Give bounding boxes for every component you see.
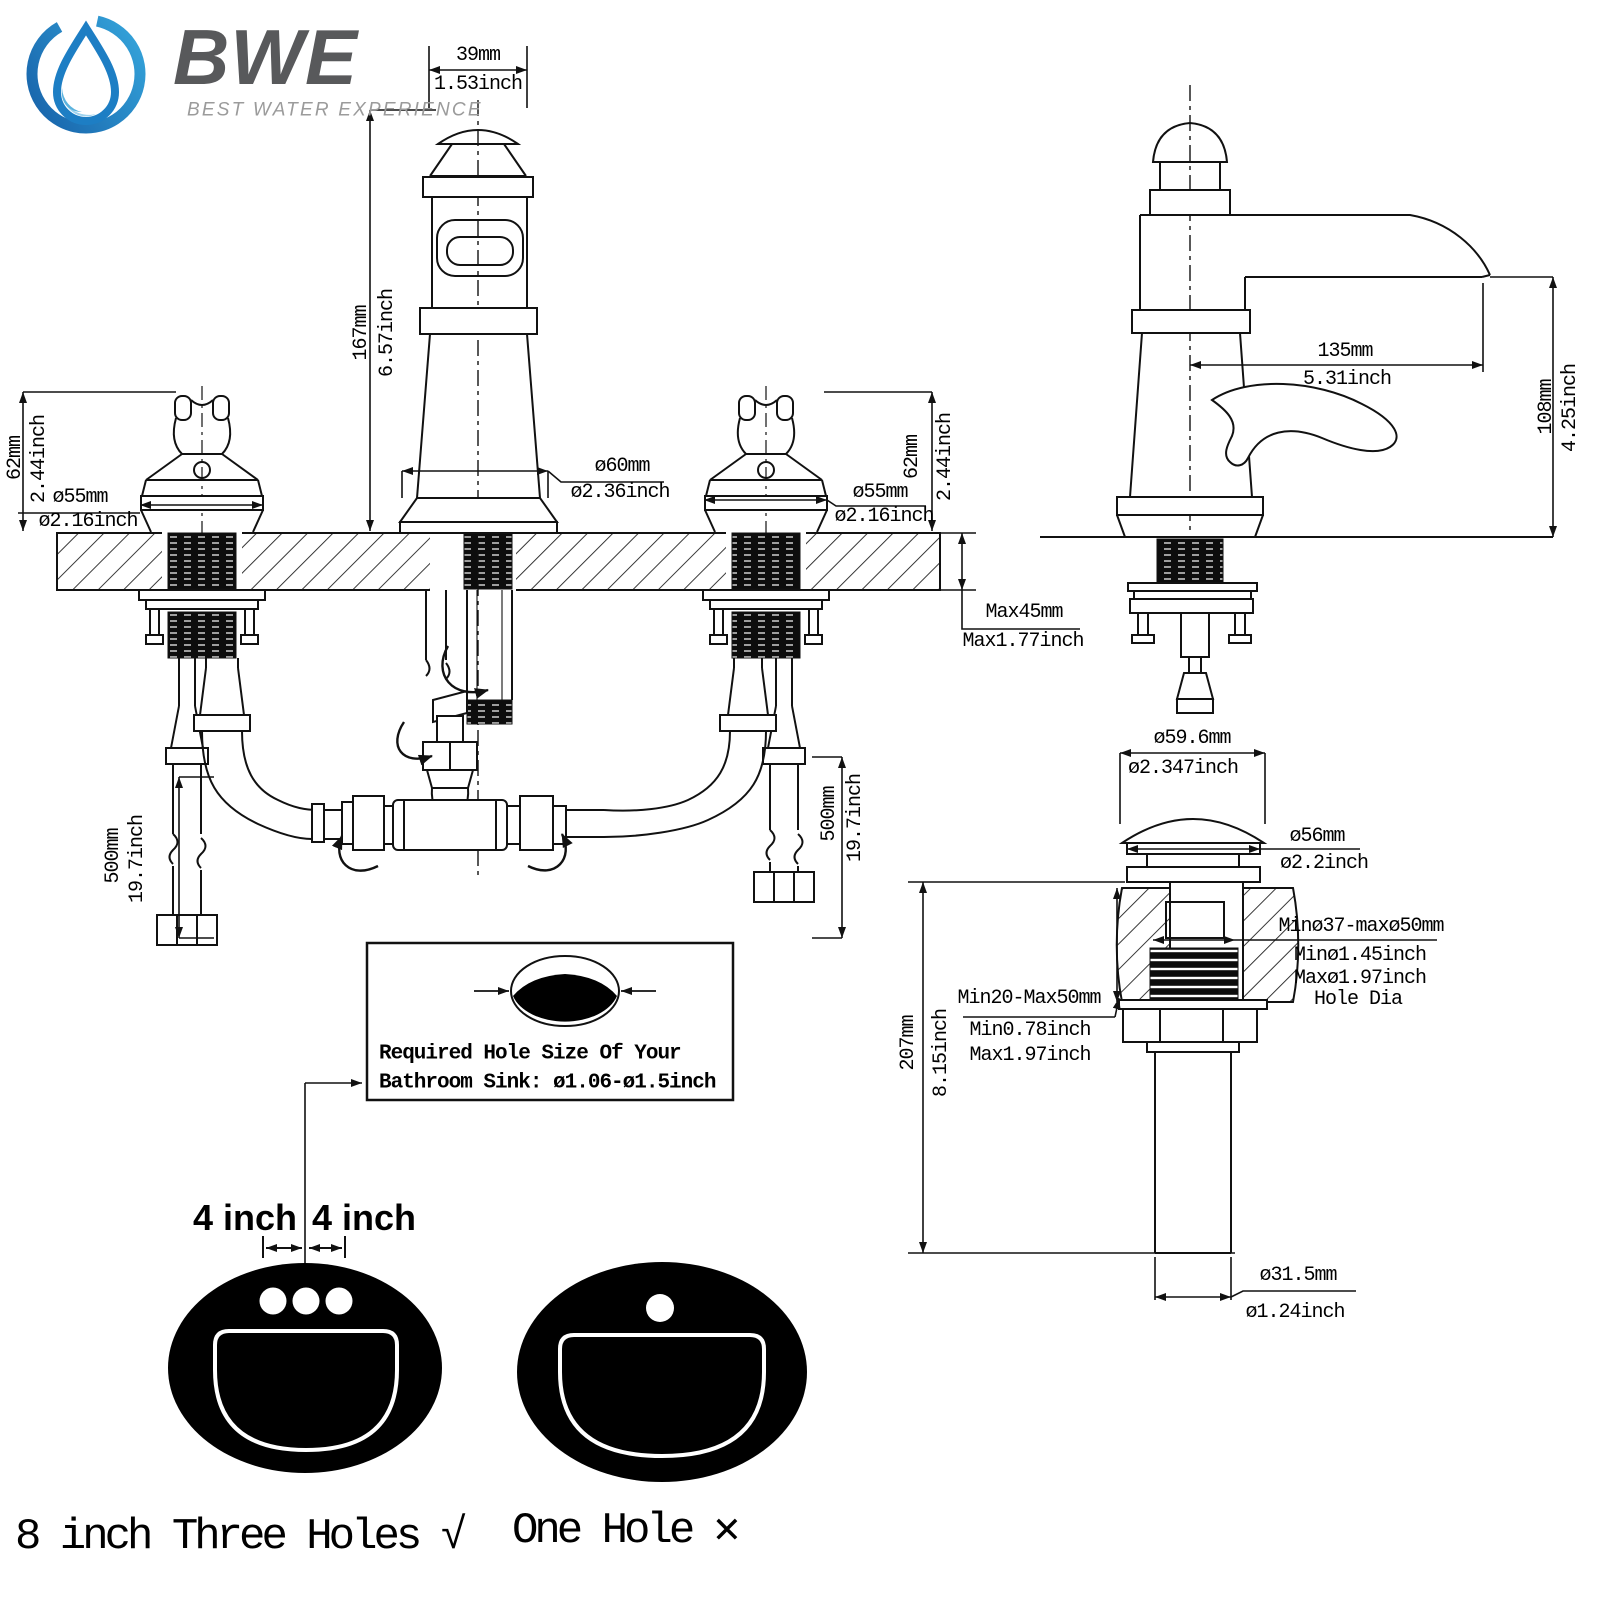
dim-drain-range-in-max: Max1.97inch [969, 1044, 1091, 1067]
three-hole-caption: 8 inch Three Holes √ [15, 1512, 467, 1562]
dim-drain-tail-mm: ø31.5mm [1259, 1264, 1337, 1287]
sink-spacing-left-label: 4 inch [192, 1197, 298, 1238]
under-deck-right [603, 589, 830, 903]
dim-spout-base-dia-mm: ø60mm [594, 455, 650, 478]
dim-handle-dia-in-right: ø2.16inch [834, 505, 934, 528]
note-line2: Bathroom Sink: ø1.06-ø1.5inch [379, 1071, 716, 1095]
dim-drain-tail-in: ø1.24inch [1245, 1301, 1345, 1324]
dim-handle-height-in-right: 2.44inch [934, 412, 957, 502]
dim-side-reach-mm: 135mm [1317, 340, 1373, 363]
note-line1: Required Hole Size Of Your [379, 1042, 682, 1066]
dim-handle-dia-in-left: ø2.16inch [38, 510, 138, 533]
dim-drain-hole-label: Hole Dia [1313, 988, 1403, 1011]
dim-drain-cap-mm: ø59.6mm [1153, 727, 1231, 750]
dim-side-reach-in: 5.31inch [1302, 368, 1392, 391]
logo-wordmark: BWE [173, 13, 358, 101]
dim-drain-hole-in-max: Maxø1.97inch [1293, 967, 1427, 990]
dim-handle-dia-mm-left: ø55mm [52, 486, 108, 509]
front-view-left-handle [140, 386, 264, 534]
dim-spout-width-in: 1.53inch [433, 73, 523, 96]
dim-side-height-mm: 108mm [1535, 379, 1558, 435]
one-hole-caption: One Hole ✕ [512, 1506, 740, 1556]
dim-handle-height-mm-right: 62mm [901, 434, 924, 480]
three-hole-sink [168, 1236, 442, 1473]
under-deck-left [138, 589, 385, 946]
dim-deck-thickness-mm: Max45mm [985, 601, 1063, 624]
dim-spout-base-dia-in: ø2.36inch [570, 481, 670, 504]
dim-deck-thickness-in: Max1.77inch [962, 630, 1084, 653]
dim-drain-hole-mm: Minø37-maxø50mm [1278, 915, 1444, 938]
dim-hose-length-in-left: 19.7inch [126, 814, 149, 904]
drain-assembly [1115, 817, 1300, 1254]
front-view-deck [56, 531, 941, 592]
front-view-right-handle [704, 386, 828, 534]
hole-size-note-box [304, 941, 735, 1292]
dim-drain-height-mm: 207mm [897, 1015, 920, 1071]
dim-handle-dia-mm-right: ø55mm [852, 481, 908, 504]
dim-drain-range-in-min: Min0.78inch [969, 1019, 1091, 1042]
dim-drain-cap-in: ø2.347inch [1127, 757, 1239, 780]
dim-hose-length-in-right: 19.7inch [844, 773, 867, 863]
dim-drain-flange-mm: ø56mm [1289, 825, 1345, 848]
dim-hose-length-mm-left: 500mm [102, 828, 125, 884]
dim-spout-width-mm: 39mm [455, 44, 501, 67]
dim-hose-length-mm-right: 500mm [818, 786, 841, 842]
side-view-faucet [1040, 85, 1553, 714]
center-tee-assembly [331, 590, 604, 872]
dim-drain-hole-in-min: Minø1.45inch [1293, 944, 1427, 967]
dim-drain-flange-in: ø2.2inch [1279, 852, 1369, 875]
dim-spout-height-in: 6.57inch [376, 288, 399, 378]
side-dimensions [1190, 276, 1557, 537]
dim-side-height-in: 4.25inch [1559, 363, 1582, 453]
dim-handle-height-mm-left: 62mm [4, 435, 27, 481]
dim-spout-height-mm: 167mm [350, 305, 373, 361]
one-hole-sink [517, 1262, 807, 1482]
logo-tagline: BEST WATER EXPERIENCE [187, 99, 483, 121]
front-view-spout [398, 100, 559, 878]
dim-drain-height-in: 8.15inch [930, 1008, 953, 1098]
front-dimensions [18, 46, 1080, 939]
bwe-logo-icon [26, 14, 146, 134]
dim-drain-range-mm: Min20-Max50mm [957, 987, 1101, 1010]
sink-spacing-right-label: 4 inch [311, 1197, 417, 1238]
drain-dimensions [908, 749, 1437, 1301]
dim-handle-height-in-left: 2.44inch [28, 414, 51, 504]
